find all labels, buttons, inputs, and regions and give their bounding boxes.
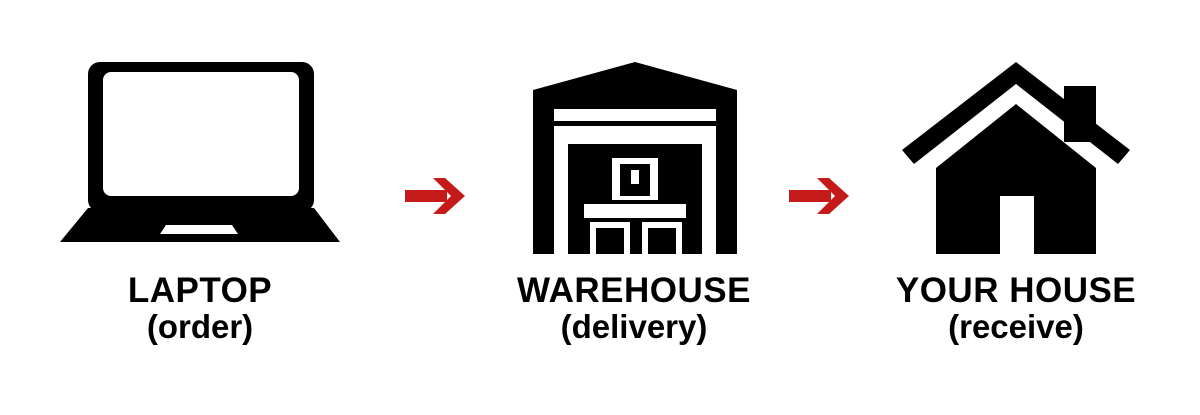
arrow-right-icon xyxy=(405,178,465,214)
step-title: WAREHOUSE xyxy=(517,271,751,310)
arrow-right-icon xyxy=(789,178,849,214)
step-title: YOUR HOUSE xyxy=(895,271,1137,310)
step-subtitle: (delivery) xyxy=(560,308,708,345)
step-subtitle: (receive) xyxy=(948,308,1084,345)
step-warehouse-caption: WAREHOUSE (delivery) xyxy=(484,273,784,345)
house-icon xyxy=(902,62,1130,254)
step-house-caption: YOUR HOUSE (receive) xyxy=(866,273,1166,345)
step-subtitle: (order) xyxy=(146,308,254,345)
step-house: YOUR HOUSE (receive) xyxy=(866,0,1166,415)
step-laptop: LAPTOP (order) xyxy=(50,0,350,415)
step-warehouse: WAREHOUSE (delivery) xyxy=(484,0,784,415)
step-title: LAPTOP xyxy=(127,271,273,310)
laptop-icon xyxy=(60,62,340,242)
warehouse-icon xyxy=(533,62,737,254)
step-laptop-caption: LAPTOP (order) xyxy=(50,273,350,345)
